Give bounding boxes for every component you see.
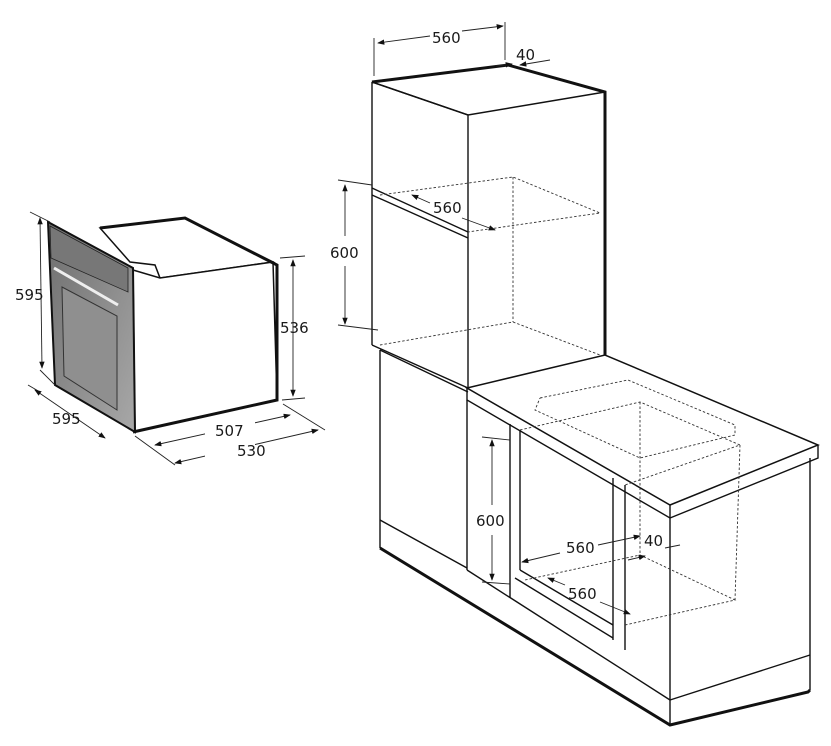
base-niche-depth-label: 560 [568, 585, 597, 603]
oven-height-label: 595 [15, 286, 44, 304]
base-niche-width-label: 560 [566, 539, 595, 557]
oven-handle [53, 266, 119, 307]
base-gap-label: 40 [644, 532, 663, 550]
tall-cabinet-gap-label: 40 [516, 46, 535, 64]
oven-width-label: 595 [52, 410, 81, 428]
base-cabinet [379, 350, 820, 727]
tall-cabinet-dimensions [337, 22, 551, 331]
tall-cabinet-top [371, 64, 606, 116]
tall-cabinet [371, 63, 607, 393]
tall-niche-depth-label: 560 [433, 199, 462, 217]
base-niche-height-label: 600 [476, 512, 505, 530]
oven-side [132, 261, 278, 433]
hob-cutout [534, 379, 736, 459]
oven-total-depth-label: 530 [237, 442, 266, 460]
oven-drawing [46, 216, 279, 434]
base-cabinet-dimensions [481, 436, 681, 615]
tall-niche-height-label: 600 [330, 244, 359, 262]
tall-cabinet-width-label: 560 [432, 29, 461, 47]
oven-body-height-label: 536 [280, 319, 309, 337]
oven-control-panel [49, 225, 129, 293]
oven-window [61, 286, 118, 411]
oven-dimensions [27, 211, 326, 466]
oven-body-depth-label: 507 [215, 422, 244, 440]
